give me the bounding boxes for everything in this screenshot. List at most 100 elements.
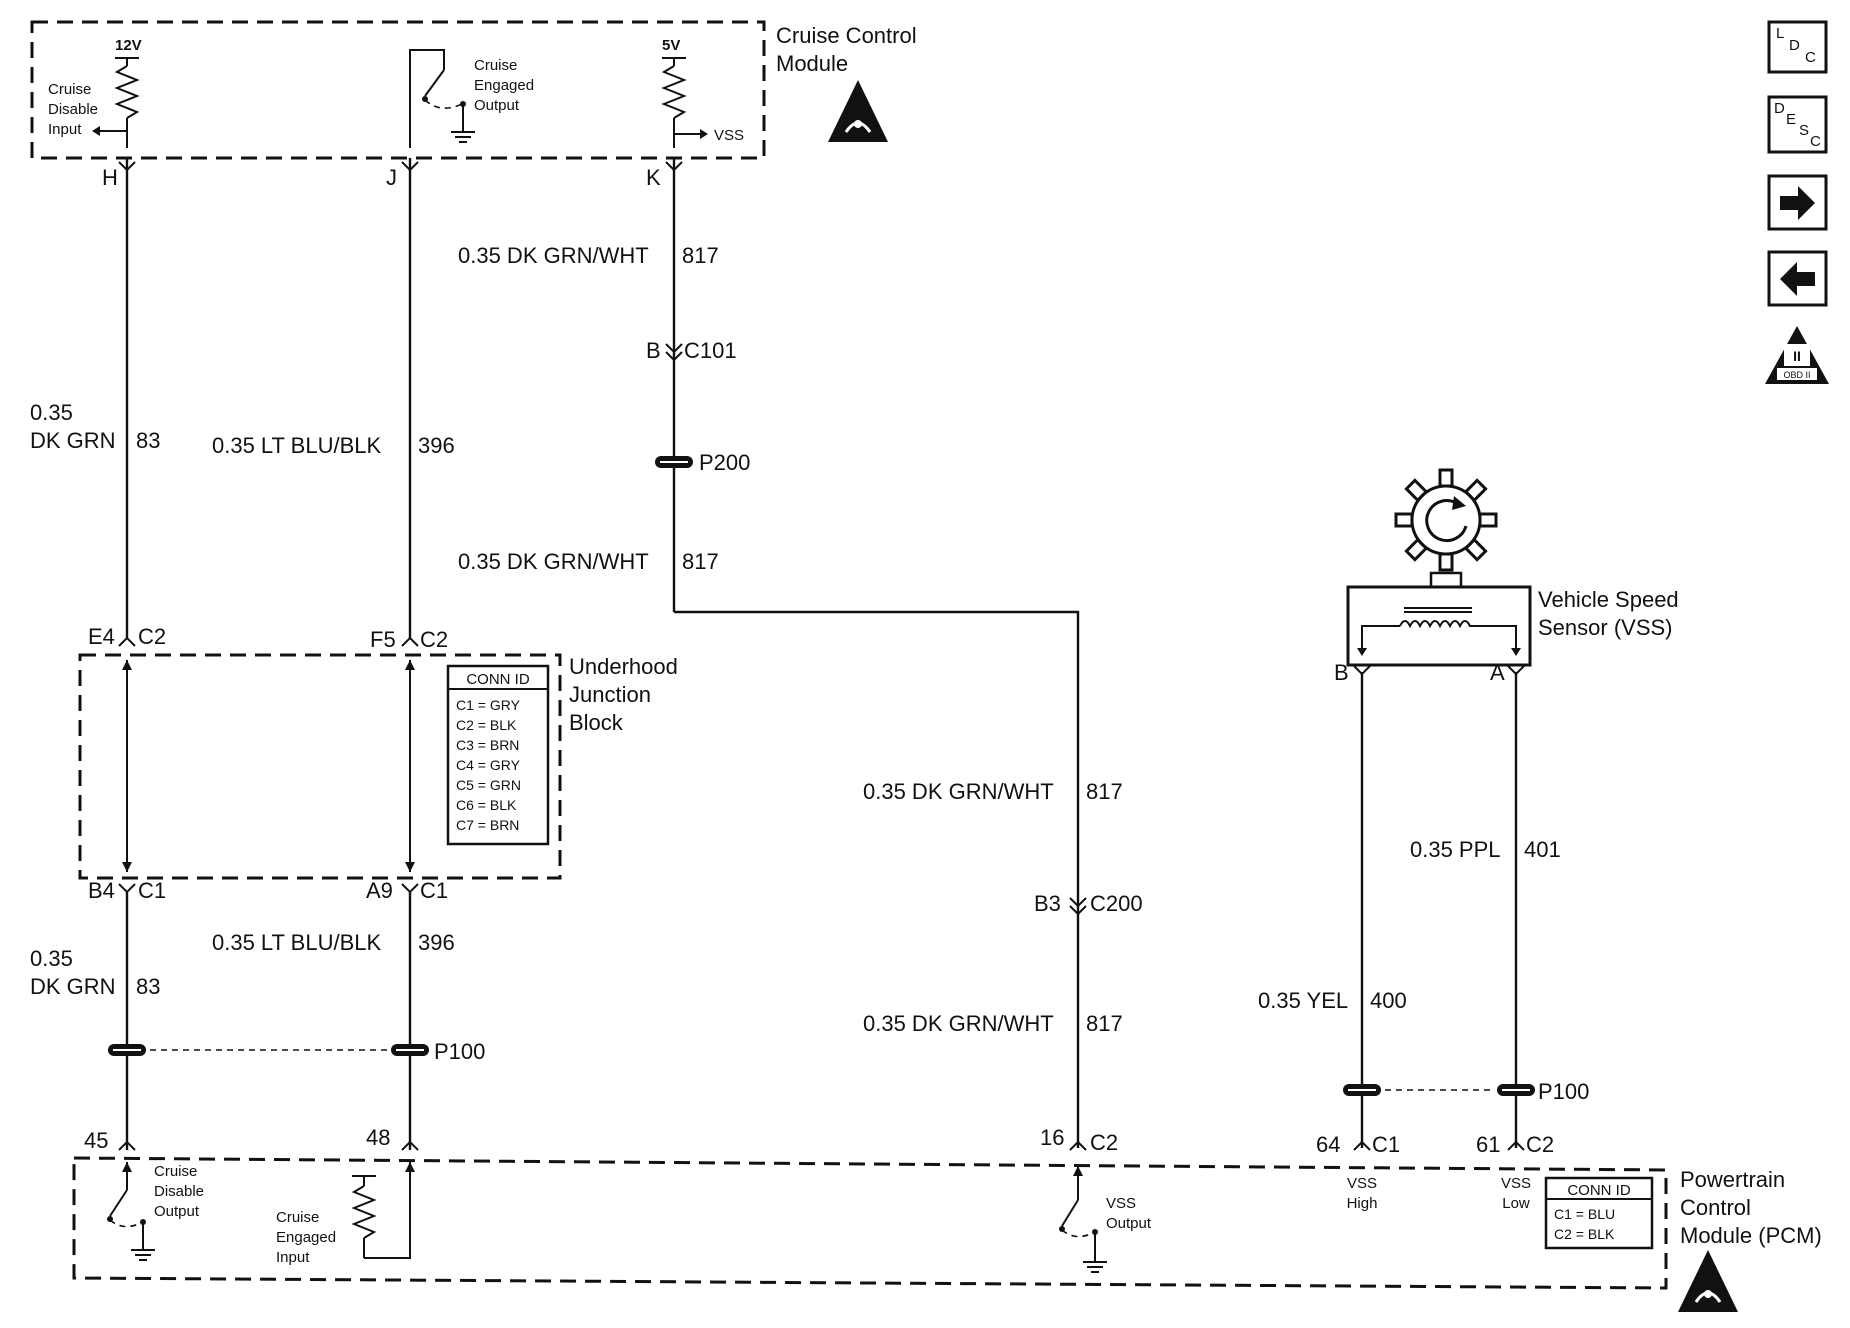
underhood-junction-block: Underhood Junction Block CONN ID C1 = GR…	[78, 653, 678, 880]
w83-bot-circuit: 83	[136, 974, 160, 999]
w396-top-circuit: 396	[418, 433, 455, 458]
w396-bot-circuit: 396	[418, 930, 455, 955]
rotating-gear-icon	[1394, 468, 1498, 572]
w83-bot-color: DK GRN	[30, 974, 116, 999]
pcm-cruise-engaged-input: Cruise Engaged Input	[276, 1162, 415, 1266]
pcm-pin-64-connector: C1	[1372, 1132, 1400, 1157]
w396-top-gauge-color: 0.35 LT BLU/BLK	[212, 433, 382, 458]
pcm-cruise-disable-output: Cruise Disable Output	[107, 1162, 204, 1261]
cruise-engaged-output-circuit: Cruise Engaged Output	[409, 49, 534, 148]
pcm-conn-row-1: C1 = BLU	[1554, 1206, 1615, 1222]
pcm-cruise-engaged-input-3: Input	[276, 1249, 310, 1266]
w401-circuit: 401	[1524, 837, 1561, 862]
w400-circuit: 400	[1370, 988, 1407, 1013]
ujb-conn-row-5: C5 = GRN	[456, 777, 521, 793]
pcm-conn-row-2: C2 = BLK	[1554, 1226, 1615, 1242]
desc-s: S	[1799, 122, 1809, 139]
ldc-l: L	[1776, 25, 1784, 42]
vss-input-circuit: 5V VSS	[661, 37, 744, 148]
vss-name-line2: Sensor (VSS)	[1538, 615, 1673, 640]
ujb-conn-row-2: C2 = BLK	[456, 717, 517, 733]
esd-sensitive-triangle-icon	[1678, 1250, 1738, 1312]
b4-connector: C1	[138, 878, 166, 903]
w817-4-circuit: 817	[1086, 1011, 1123, 1036]
w817-4-gauge-color: 0.35 DK GRN/WHT	[863, 1011, 1054, 1036]
w400-gauge-color: 0.35 YEL	[1258, 988, 1348, 1013]
w83-top-color: DK GRN	[30, 428, 116, 453]
cruise-disable-input-circuit: 12V Cruise Disable Input	[48, 37, 142, 148]
pcm-conn-id-title: CONN ID	[1567, 1182, 1631, 1199]
pcm-conn-id-table: CONN ID C1 = BLU C2 = BLK	[1544, 1176, 1654, 1250]
w817-2-circuit: 817	[682, 549, 719, 574]
w83-top-gauge: 0.35	[30, 400, 73, 425]
pcm-cruise-disable-output-2: Disable	[154, 1183, 204, 1200]
w817-3-circuit: 817	[1086, 779, 1123, 804]
pcm-name-line1: Powertrain	[1680, 1167, 1785, 1192]
ccm-name-line1: Cruise Control	[776, 23, 917, 48]
desc-c: C	[1810, 133, 1821, 150]
c101-pin: B	[646, 338, 661, 363]
f5-connector: C2	[420, 627, 448, 652]
e4-connector: C2	[138, 624, 166, 649]
w83-bot-gauge: 0.35	[30, 946, 73, 971]
pcm-pin-16-connector: C2	[1090, 1130, 1118, 1155]
ccm-cruise-disable-input-3: Input	[48, 121, 82, 138]
ujb-name-line3: Block	[569, 710, 624, 735]
ujb-conn-row-3: C3 = BRN	[456, 737, 519, 753]
c101-label: C101	[684, 338, 737, 363]
ldc-c: C	[1805, 49, 1816, 66]
pcm-pin-16: 16	[1040, 1125, 1064, 1150]
desc-d: D	[1774, 100, 1785, 117]
pcm-name-line3: Module (PCM)	[1680, 1223, 1822, 1248]
w401-gauge-color: 0.35 PPL	[1410, 837, 1501, 862]
pcm-vss-high-2: High	[1347, 1195, 1378, 1212]
ldc-nav-button[interactable]: L D C	[1767, 20, 1828, 74]
ccm-cruise-engaged-output-1: Cruise	[474, 57, 517, 74]
w83-top-circuit: 83	[136, 428, 160, 453]
desc-nav-button[interactable]: D E S C	[1767, 95, 1828, 154]
pcm-pin-61-connector: C2	[1526, 1132, 1554, 1157]
cruise-control-module: Cruise Control Module 12V Cruise Disable…	[30, 20, 917, 160]
ccm-cruise-disable-input-2: Disable	[48, 101, 98, 118]
pin-e4: E4	[88, 624, 115, 649]
c200-label: C200	[1090, 891, 1143, 916]
w817-3-gauge-color: 0.35 DK GRN/WHT	[863, 779, 1054, 804]
ccm-vss-label: VSS	[714, 127, 744, 144]
ldc-d: D	[1789, 37, 1800, 54]
pin-j: J	[386, 165, 397, 190]
ujb-name-line2: Junction	[569, 682, 651, 707]
ccm-12v-label: 12V	[115, 37, 142, 54]
pcm-vss-output: VSS Output	[1059, 1166, 1152, 1273]
ujb-conn-id-title: CONN ID	[466, 671, 530, 688]
splice-p100-left	[108, 1044, 429, 1056]
pcm-cruise-engaged-input-2: Engaged	[276, 1229, 336, 1246]
obd-ii-triangle-icon[interactable]: II OBD II	[1765, 326, 1829, 384]
w817-2-gauge-color: 0.35 DK GRN/WHT	[458, 549, 649, 574]
c200-pin: B3	[1034, 891, 1061, 916]
p100-right-label: P100	[1538, 1079, 1589, 1104]
pcm-vss-output-1: VSS	[1106, 1195, 1136, 1212]
pcm-vss-high-1: VSS	[1347, 1175, 1377, 1192]
arrow-left-icon[interactable]	[1767, 250, 1828, 307]
pin-b4: B4	[88, 878, 115, 903]
pcm-vss-low-1: VSS	[1501, 1175, 1531, 1192]
pin-f5: F5	[370, 627, 396, 652]
pcm-pin-64: 64	[1316, 1132, 1340, 1157]
ccm-cruise-engaged-output-2: Engaged	[474, 77, 534, 94]
ujb-conn-row-7: C7 = BRN	[456, 817, 519, 833]
ujb-conn-row-4: C4 = GRY	[456, 757, 521, 773]
splice-p100-right	[1343, 1084, 1535, 1096]
powertrain-control-module: Powertrain Control Module (PCM) Cruise D…	[72, 1156, 1822, 1312]
ujb-conn-row-6: C6 = BLK	[456, 797, 517, 813]
pin-a9: A9	[366, 878, 393, 903]
pcm-name-line2: Control	[1680, 1195, 1751, 1220]
obd-roman: II	[1793, 348, 1801, 364]
ujb-conn-row-1: C1 = GRY	[456, 697, 521, 713]
pcm-vss-output-2: Output	[1106, 1215, 1152, 1232]
arrow-right-icon[interactable]	[1767, 174, 1828, 231]
ujb-conn-id-table: CONN ID C1 = GRY C2 = BLK C3 = BRN C4 = …	[446, 664, 550, 846]
vehicle-speed-sensor: Vehicle Speed Sensor (VSS)	[1346, 468, 1679, 667]
splice-p200	[655, 456, 693, 468]
ccm-5v-label: 5V	[662, 37, 680, 54]
